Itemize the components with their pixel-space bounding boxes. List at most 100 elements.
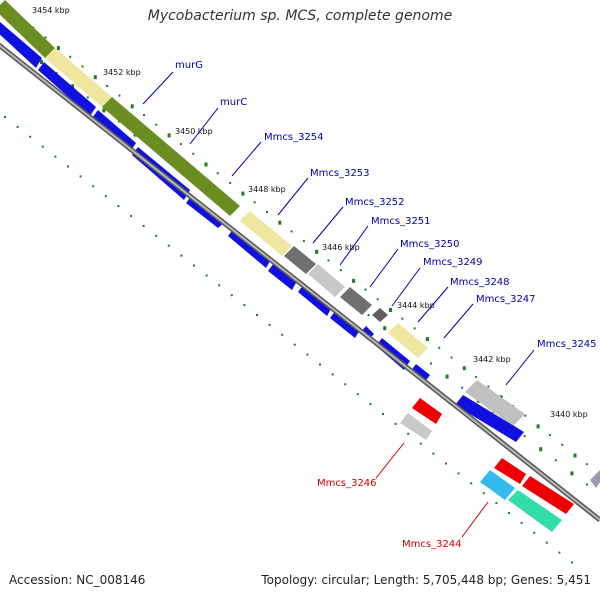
gene-bar-khaki-3248[interactable]: [388, 323, 428, 358]
gene-bar-khaki-3253[interactable]: [240, 211, 292, 256]
genome-backbone: [0, 42, 600, 522]
gene-label-murC[interactable]: murC: [220, 97, 247, 108]
inner-tick: [155, 234, 158, 237]
inner-tick: [193, 264, 195, 267]
gene-bar-darkgray-3252[interactable]: [284, 246, 316, 274]
outer-2-tick: [461, 386, 464, 389]
gene-arrow-red-2[interactable]: [522, 476, 574, 514]
label-leaders-red: [375, 442, 489, 538]
inner-tick: [41, 145, 44, 148]
outer-1-tick: [253, 201, 256, 204]
gene-bar-olive-murC[interactable]: [102, 97, 240, 216]
outer-1-tick: [155, 123, 158, 126]
outer-2-tick: [367, 314, 370, 317]
gene-bar-lightgray-3246[interactable]: [400, 413, 432, 440]
outer-1-tick: [204, 162, 208, 167]
gene-label-mmcs3245[interactable]: Mmcs_3245: [537, 339, 597, 350]
inner-tick: [142, 224, 145, 227]
gene-bar-darkgray-3249[interactable]: [372, 308, 388, 322]
inner-tick: [344, 383, 347, 386]
tick-row-inner: [4, 116, 573, 564]
accession-text: Accession: NC_008146: [9, 573, 146, 587]
outer-1-tick: [573, 453, 577, 458]
gene-label-mmcs3253[interactable]: Mmcs_3253: [310, 168, 370, 179]
outer-1-tick: [106, 84, 109, 87]
inner-tick: [54, 155, 57, 158]
outer-2-tick: [523, 435, 526, 438]
forward-strand-genes: [0, 0, 600, 488]
gene-bar-green-3244[interactable]: [508, 490, 562, 532]
cds-arrow-13[interactable]: [455, 395, 524, 442]
outer-2-tick: [86, 96, 89, 99]
outer-1-tick: [302, 240, 305, 243]
outer-1-tick: [315, 249, 319, 254]
gene-bar-gray-edge[interactable]: [590, 470, 600, 488]
inner-tick: [445, 462, 447, 465]
inner-tick: [117, 205, 120, 208]
gene-label-mmcs3248[interactable]: Mmcs_3248: [450, 277, 510, 288]
inner-tick: [16, 125, 19, 128]
gene-label-mmcs3244[interactable]: Mmcs_3244: [402, 539, 462, 550]
inner-tick: [558, 551, 561, 554]
gene-labels: murG murC Mmcs_3254 Mmcs_3253 Mmcs_3252 …: [175, 60, 597, 550]
outer-1-tick: [241, 191, 245, 196]
label-leaders: [142, 71, 535, 386]
gene-label-mmcs3250[interactable]: Mmcs_3250: [400, 239, 460, 250]
outer-1-tick: [401, 317, 404, 320]
outer-1-tick: [192, 152, 195, 155]
gene-label-mmcs3251[interactable]: Mmcs_3251: [371, 216, 431, 227]
gene-bar-cyan[interactable]: [480, 470, 515, 500]
gene-label-murG[interactable]: murG: [175, 60, 203, 71]
gene-label-mmcs3252[interactable]: Mmcs_3252: [345, 197, 405, 208]
outer-2-tick: [102, 108, 106, 113]
inner-tick: [92, 185, 95, 188]
cds-arrow-2[interactable]: [38, 62, 96, 116]
outer-1-tick: [56, 46, 60, 51]
inner-tick: [230, 294, 233, 297]
cds-arrow-1[interactable]: [0, 22, 42, 68]
gene-label-mmcs3246[interactable]: Mmcs_3246: [317, 478, 377, 489]
kbp-label-3450: 3450 kbp: [175, 127, 213, 136]
outer-2-tick: [445, 374, 449, 379]
cds-arrow-8[interactable]: [298, 284, 332, 316]
inner-tick: [79, 175, 82, 178]
inner-tick: [369, 403, 372, 406]
inner-tick: [130, 215, 132, 217]
gene-label-mmcs3249[interactable]: Mmcs_3249: [423, 257, 483, 268]
outer-1-tick: [462, 366, 466, 371]
outer-2-tick: [554, 459, 557, 462]
inner-strand-genes: [400, 398, 574, 532]
cds-arrow-7[interactable]: [268, 263, 297, 290]
tick-row-outer-1: [20, 17, 588, 466]
gene-arrow-red-upper[interactable]: [412, 398, 442, 424]
outer-1-tick: [266, 211, 268, 213]
kbp-label-3442: 3442 kbp: [473, 355, 511, 364]
gene-bar-darkgray-3250[interactable]: [340, 287, 372, 315]
outer-1-tick: [376, 298, 379, 301]
gene-bar-lightgray-3245[interactable]: [465, 380, 525, 426]
cds-arrow-12[interactable]: [410, 364, 430, 383]
genome-summary-text: Topology: circular; Length: 5,705,448 bp…: [261, 573, 591, 587]
gene-bar-khaki-murG[interactable]: [45, 48, 112, 107]
cds-arrow-6[interactable]: [228, 228, 272, 268]
kbp-label-3440: 3440 kbp: [550, 410, 588, 419]
outer-2-tick: [118, 120, 120, 123]
gene-label-mmcs3247[interactable]: Mmcs_3247: [476, 294, 536, 305]
gene-label-mmcs3254[interactable]: Mmcs_3254: [264, 132, 324, 143]
cds-arrow-3[interactable]: [92, 110, 136, 152]
inner-tick: [167, 244, 170, 247]
inner-tick: [545, 541, 548, 544]
inner-tick: [67, 165, 69, 168]
inner-tick: [495, 502, 498, 505]
gene-bar-olive-1[interactable]: [0, 0, 55, 58]
outer-2-tick: [383, 326, 387, 331]
inner-tick: [4, 116, 6, 118]
outer-1-tick: [118, 94, 121, 97]
gene-arrow-red-1[interactable]: [494, 458, 526, 484]
gene-bar-lightgray-3251[interactable]: [308, 264, 345, 297]
outer-1-tick: [425, 337, 429, 342]
cds-arrow-9[interactable]: [330, 310, 360, 338]
outer-1-tick: [548, 434, 551, 437]
outer-1-tick: [229, 181, 232, 184]
